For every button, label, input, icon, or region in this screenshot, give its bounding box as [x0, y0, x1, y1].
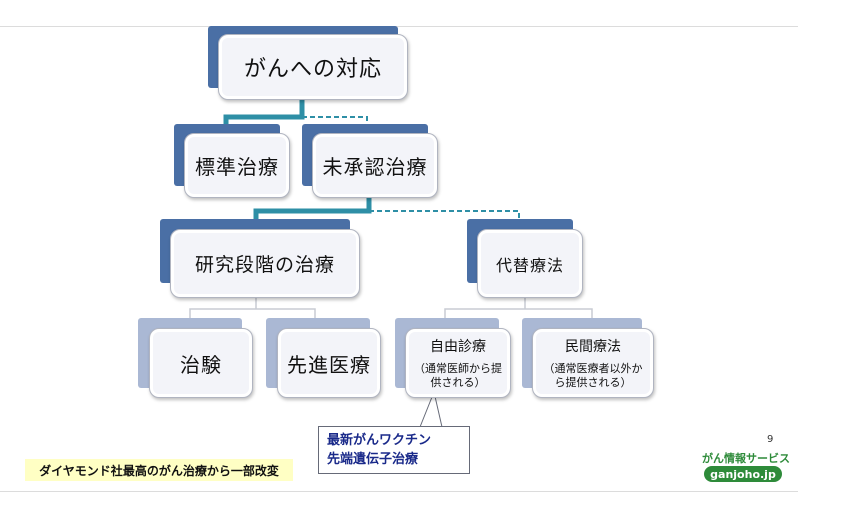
- brand-name: がん情報サービス: [702, 452, 790, 465]
- research-label: 研究段階の治療: [194, 254, 335, 276]
- callout-box: 最新がんワクチン 先端遺伝子治療: [318, 426, 470, 474]
- standard-label: 標準治療: [195, 155, 279, 179]
- free-care-note: （通常医師から提 供される）: [414, 362, 502, 389]
- connector-unapproved-alternative: [369, 210, 520, 223]
- unapproved-node: 未承認治療: [312, 133, 438, 198]
- clinical-trial-node: 治験: [149, 328, 253, 398]
- top-rule: [0, 26, 798, 27]
- root-node: がんへの対応: [218, 34, 408, 100]
- bottom-rule: [0, 491, 798, 492]
- connector-research-children: [189, 298, 316, 321]
- connector-root-standard: [223, 100, 305, 128]
- folk-therapy-label: 民間療法: [565, 339, 621, 355]
- unapproved-label: 未承認治療: [322, 155, 428, 179]
- advanced-medicine-node: 先進医療: [277, 328, 381, 398]
- site-badge: ganjoho.jp: [704, 466, 782, 482]
- free-care-label: 自由診療: [430, 339, 486, 355]
- root-label: がんへの対応: [243, 57, 382, 82]
- folk-therapy-node: 民間療法 （通常医療者以外か ら提供される）: [532, 328, 654, 398]
- connector-unapproved-research: [253, 198, 372, 223]
- alternative-node: 代替療法: [477, 229, 583, 298]
- research-node: 研究段階の治療: [170, 229, 360, 298]
- advanced-medicine-label: 先進医療: [287, 352, 371, 377]
- folk-therapy-note: （通常医療者以外か ら提供される）: [543, 362, 643, 389]
- source-note: ダイヤモンド社最高のがん治療から一部改変: [25, 459, 293, 481]
- clinical-trial-label: 治験: [180, 352, 222, 377]
- alternative-label: 代替療法: [495, 255, 564, 275]
- free-care-node: 自由診療 （通常医師から提 供される）: [405, 328, 511, 398]
- connector-alternative-children: [444, 298, 593, 321]
- page-number: 9: [767, 434, 774, 445]
- standard-node: 標準治療: [184, 133, 290, 198]
